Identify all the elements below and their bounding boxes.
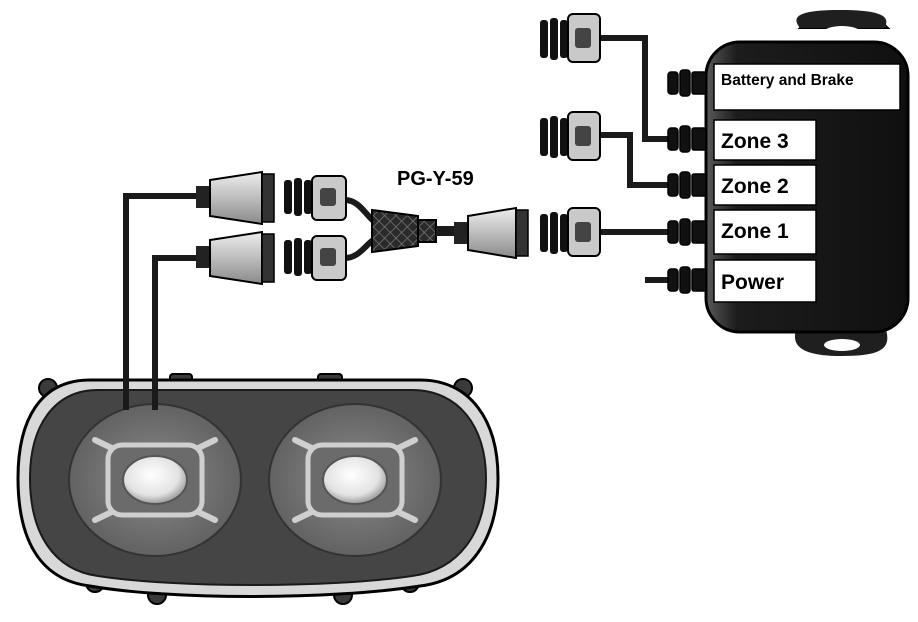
battery-brake-label: Battery and Brake <box>721 72 854 89</box>
connector-zone2-in <box>540 111 601 161</box>
connector-zone1-in <box>540 207 601 257</box>
zone2-label: Zone 2 <box>721 175 789 198</box>
zone2-wire <box>600 132 668 188</box>
headlight-assembly-icon <box>16 373 500 605</box>
wire-connector-icon <box>540 13 601 257</box>
headlight-plug-lower <box>196 230 275 286</box>
connector-zone3-in <box>540 13 601 63</box>
zone1-label: Zone 1 <box>721 220 789 243</box>
port-label-zone3: Zone 3 <box>713 119 817 161</box>
zone3-wire <box>600 35 668 142</box>
port-label-battery: Battery and Brake <box>713 63 901 111</box>
port-label-zone2: Zone 2 <box>713 164 817 206</box>
wires <box>123 35 668 392</box>
adapter-plug-lower <box>284 235 347 281</box>
headlight-plug-upper <box>196 170 275 226</box>
adapter-part-label: PG-Y-59 <box>397 168 474 190</box>
zone3-label: Zone 3 <box>721 130 789 153</box>
adapter-plug-upper <box>284 175 347 221</box>
controller-module-icon: Battery and Brake Zone 3 Zone 2 Zone 1 P… <box>667 10 910 356</box>
y-splitter-adapter-icon <box>371 208 456 254</box>
headlight-wire-lower <box>152 255 205 392</box>
adapter-output-plug <box>454 206 529 260</box>
headlight-wire-upper <box>123 193 205 390</box>
port-label-zone1: Zone 1 <box>713 209 817 255</box>
power-label: Power <box>721 271 784 294</box>
port-label-power: Power <box>713 259 817 303</box>
